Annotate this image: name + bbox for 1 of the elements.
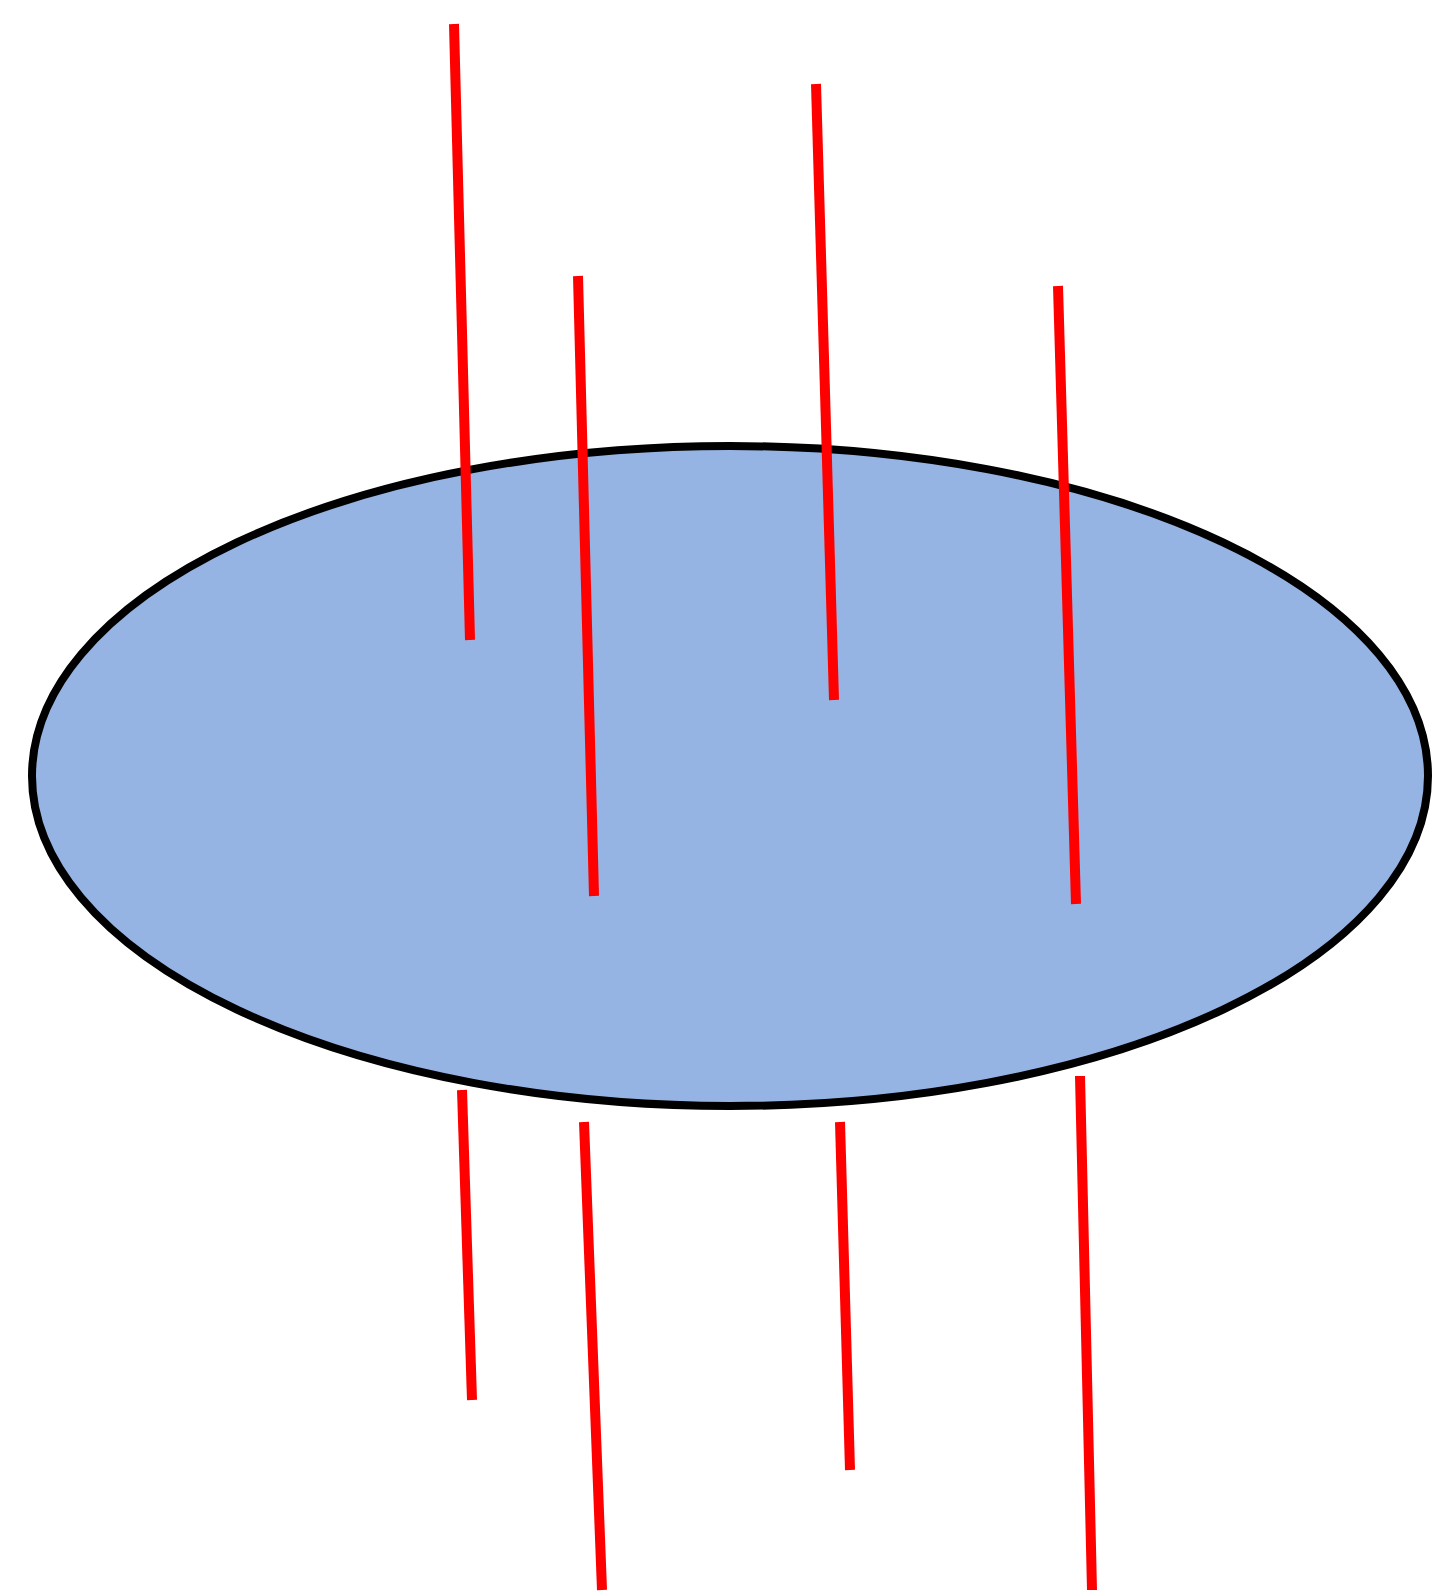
- ellipse-shape: [28, 442, 1432, 1110]
